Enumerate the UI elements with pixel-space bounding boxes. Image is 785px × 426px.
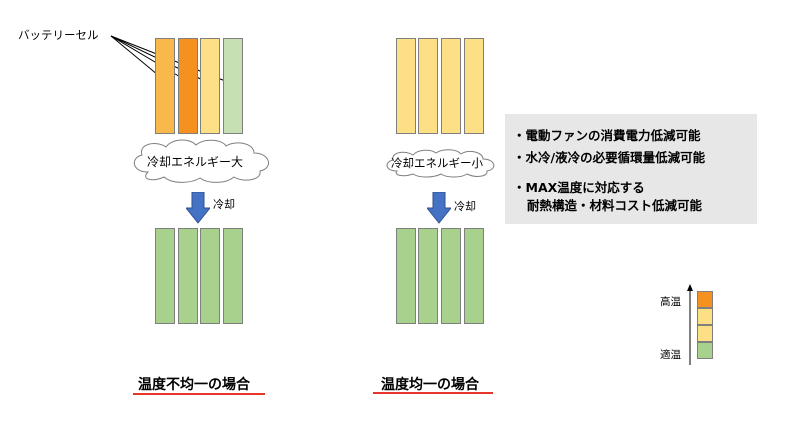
cooling-label: 冷却: [213, 198, 235, 211]
legend-swatch: [697, 342, 713, 359]
cooling-label: 冷却: [454, 200, 476, 213]
battery-cell: [200, 228, 220, 324]
legend-swatch: [697, 308, 713, 325]
benefits-box: ・電動ファンの消費電力低減可能 ・水冷/液冷の必要循環量低減可能 ・MAX温度に…: [505, 114, 757, 224]
cooling-energy-cloud-small: [386, 149, 495, 178]
battery-cell: [464, 38, 484, 134]
battery-cell: [223, 228, 243, 324]
caption-underline: [133, 393, 265, 395]
legend-swatch: [697, 291, 713, 308]
cooling-arrow-down-icon: [427, 192, 451, 224]
battery-cell: [396, 38, 416, 134]
cooling-arrow-down-icon: [186, 192, 210, 224]
cooling-energy-cloud-large: [133, 139, 269, 183]
benefit-item: ・MAX温度に対応する: [513, 180, 645, 195]
battery-cell: [464, 228, 484, 324]
battery-cell: [178, 228, 198, 324]
battery-cell: [418, 228, 438, 324]
cloud-text: 冷却エネルギー小: [391, 156, 483, 170]
benefit-item: 耐熱構造・材料コスト低減可能: [527, 198, 703, 213]
callout-line: [110, 35, 188, 82]
temperature-legend: [697, 291, 713, 359]
legend-arrow-up-icon: [687, 284, 693, 365]
battery-cell-label: バッテリーセル: [18, 28, 99, 42]
battery-cell: [418, 38, 438, 134]
battery-cell: [223, 38, 243, 134]
scenario2-caption: 温度均一の場合: [381, 377, 479, 393]
benefit-item: ・水冷/液冷の必要循環量低減可能: [513, 150, 706, 165]
battery-cell: [155, 38, 175, 134]
benefit-item: ・電動ファンの消費電力低減可能: [513, 128, 701, 143]
battery-cell: [200, 38, 220, 134]
battery-cell: [178, 38, 198, 134]
legend-swatch: [697, 325, 713, 342]
legend-high-label: 高温: [660, 296, 681, 308]
caption-underline: [373, 392, 493, 394]
scenario1-caption: 温度不均一の場合: [138, 377, 250, 393]
battery-cell: [396, 228, 416, 324]
battery-cell: [441, 38, 461, 134]
legend-optimal-label: 適温: [660, 349, 681, 361]
battery-cell: [155, 228, 175, 324]
cloud-text: 冷却エネルギー大: [147, 155, 244, 169]
battery-cell: [441, 228, 461, 324]
